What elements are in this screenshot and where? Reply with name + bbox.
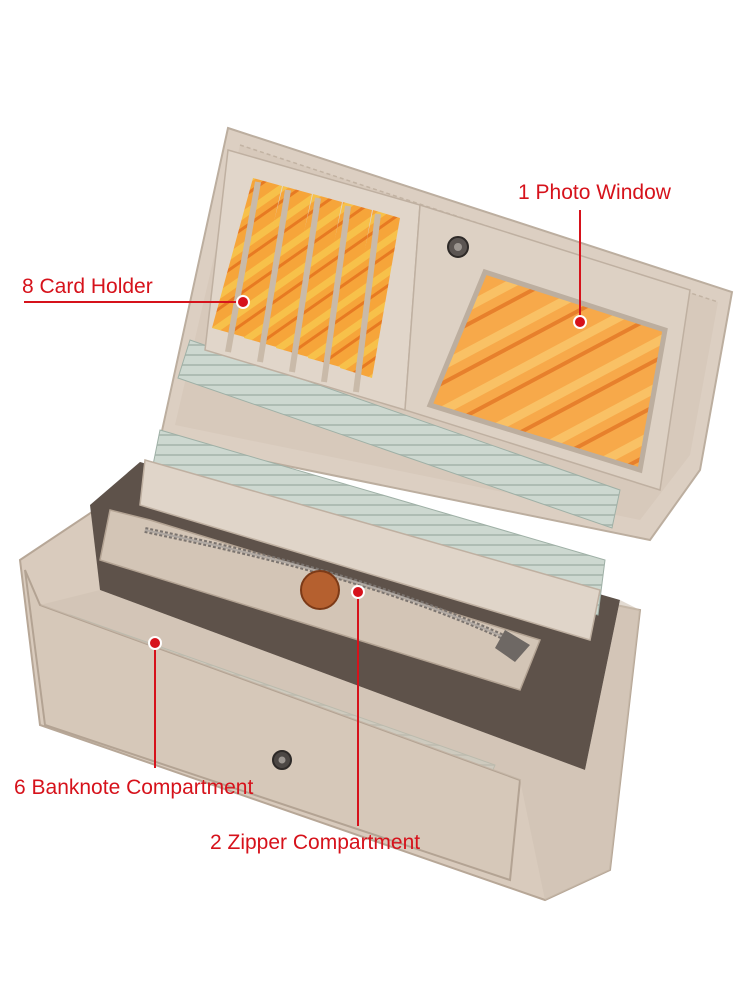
callout-lines	[24, 210, 581, 826]
callout-photo-window: 1 Photo Window	[518, 181, 671, 204]
zipper-pull	[495, 630, 530, 662]
callout-banknote-compartment: 6 Banknote Compartment	[14, 776, 254, 799]
callout-zipper-compartment: 2 Zipper Compartment	[210, 831, 421, 854]
front-pocket	[24, 569, 522, 882]
banknote-upper	[177, 339, 621, 529]
callout-dots	[148, 295, 587, 650]
callout-card-holder: 8 Card Holder	[22, 275, 153, 298]
card-slots	[204, 149, 421, 411]
photo-window	[426, 268, 668, 474]
coin	[300, 570, 340, 610]
